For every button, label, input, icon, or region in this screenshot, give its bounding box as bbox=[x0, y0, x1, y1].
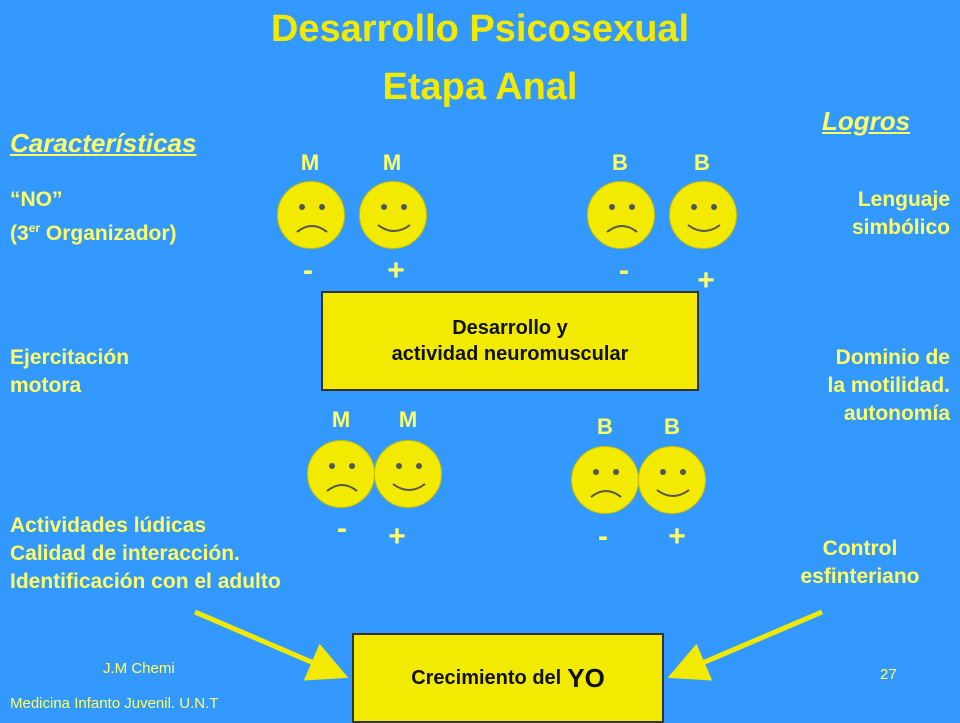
arrow-right bbox=[667, 609, 823, 681]
slide-subtitle: Etapa Anal bbox=[382, 66, 578, 108]
letter-m: M bbox=[331, 407, 351, 432]
letter-m: M bbox=[382, 150, 402, 175]
author-label: J.M Chemi bbox=[103, 660, 175, 677]
letter-b: B bbox=[612, 150, 628, 175]
sad-face-icon bbox=[587, 181, 655, 249]
letter-b: B bbox=[664, 414, 680, 439]
organizer-line: (3er Organizador) bbox=[10, 221, 177, 245]
minus-sign: - bbox=[303, 254, 313, 287]
plus-sign: + bbox=[387, 254, 405, 287]
sad-face-icon bbox=[571, 446, 639, 514]
minus-sign: - bbox=[619, 254, 629, 287]
page-number: 27 bbox=[880, 666, 897, 683]
characteristic-motor: Ejercitación motora bbox=[10, 346, 130, 397]
achievement-sphincter: Control esfinteriano bbox=[800, 537, 920, 588]
letter-m: M bbox=[300, 150, 320, 175]
letter-m: M bbox=[398, 407, 418, 432]
sad-face-icon bbox=[307, 440, 375, 508]
achievement-motility: Dominio de la motilidad. autonomía bbox=[827, 346, 950, 425]
happy-face-icon bbox=[374, 440, 442, 508]
institution-label: Medicina Infanto Juvenil. U.N.T bbox=[10, 695, 219, 712]
characteristics-heading: Características bbox=[10, 128, 197, 158]
plus-sign: + bbox=[388, 520, 406, 553]
neuromuscular-box: Desarrollo y actividad neuromuscular bbox=[321, 291, 699, 391]
sad-face-icon bbox=[277, 181, 345, 249]
slide-title: Desarrollo Psicosexual bbox=[270, 8, 690, 50]
achievement-language: Lenguaje simbólico bbox=[851, 188, 950, 239]
minus-sign: - bbox=[598, 520, 608, 553]
happy-face-icon bbox=[669, 181, 737, 249]
letter-b: B bbox=[694, 150, 710, 175]
characteristic-play: Actividades lúdicas Calidad de interacci… bbox=[10, 514, 281, 593]
plus-sign: + bbox=[668, 520, 686, 553]
happy-face-icon bbox=[638, 446, 706, 514]
achievements-heading: Logros bbox=[822, 106, 911, 136]
plus-sign: + bbox=[697, 264, 715, 297]
characteristic-no: “NO” (3er Organizador) bbox=[10, 186, 177, 248]
letter-b: B bbox=[597, 414, 613, 439]
arrow-left bbox=[194, 609, 349, 681]
happy-face-icon bbox=[359, 181, 427, 249]
minus-sign: - bbox=[337, 512, 347, 545]
